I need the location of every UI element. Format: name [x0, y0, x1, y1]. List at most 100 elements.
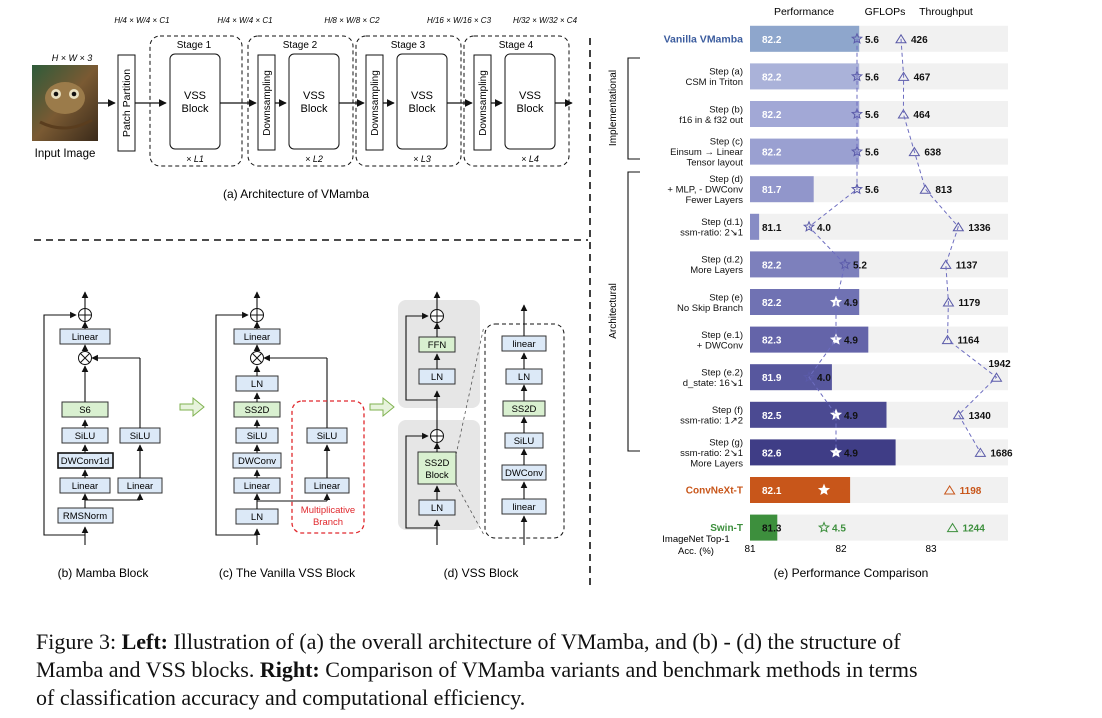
svg-text:Block: Block — [182, 103, 209, 115]
accuracy-label: 82.1 — [762, 486, 782, 497]
svg-text:LN: LN — [518, 372, 530, 383]
throughput-label: 1340 — [969, 411, 992, 422]
svg-text:VSS: VSS — [519, 90, 541, 102]
gflops-label: 4.9 — [844, 298, 858, 309]
svg-text:Linear: Linear — [72, 332, 98, 343]
accuracy-bar — [750, 514, 778, 541]
row-label: Fewer Layers — [685, 195, 743, 206]
vss-ss2d-block — [417, 451, 457, 485]
gflops-label: 4.5 — [832, 486, 846, 497]
svg-text:DWConv1d: DWConv1d — [61, 456, 110, 467]
row-label: Step (c) — [710, 137, 743, 148]
stage-2-vss-block — [288, 53, 340, 150]
vss-add-node-upper — [430, 309, 444, 323]
throughput-marker — [974, 447, 987, 457]
x-axis-ticks: 81 82 83 — [744, 544, 937, 555]
row-label: Step (e.1) — [701, 330, 743, 341]
vss-caption: (d) VSS Block — [444, 566, 520, 580]
stage-2-repeat: × L2 — [305, 154, 323, 164]
row-label: + MLP, - DWConv — [667, 185, 743, 196]
svg-text:S6: S6 — [79, 405, 91, 416]
input-image-label: Input Image — [35, 148, 96, 160]
gflops-label: 5.6 — [865, 185, 879, 196]
throughput-marker — [943, 485, 956, 495]
row-label: CSM in Triton — [685, 77, 743, 88]
mamba-add-node — [78, 308, 92, 322]
vanilla-vss-block-diagram: LN Linear Linear DWConv SiLU SiLU SS2D L… — [215, 291, 365, 580]
input-image — [32, 65, 98, 141]
header-performance: Performance — [774, 6, 834, 18]
accuracy-label: 82.2 — [762, 260, 782, 271]
svg-text:SiLU: SiLU — [247, 431, 268, 442]
patch-partition-label: Patch Partition — [121, 69, 133, 137]
throughput-label: 1137 — [956, 260, 978, 271]
svg-text:linear: linear — [512, 502, 535, 513]
row-label: Step (e.2) — [701, 367, 743, 378]
stage-3-repeat: × L3 — [413, 154, 431, 164]
accuracy-bar — [750, 176, 814, 203]
stage-2-label: Stage 2 — [283, 40, 318, 51]
gflops-label: 4.5 — [832, 524, 846, 535]
row-label: Step (g) — [709, 437, 743, 448]
accuracy-label: 82.3 — [762, 336, 782, 347]
vanilla-multiply-node — [250, 351, 264, 365]
gflops-marker — [817, 483, 831, 496]
gflops-label: 5.6 — [865, 72, 879, 83]
svg-text:Linear: Linear — [314, 481, 340, 492]
svg-text:Architectural: Architectural — [608, 283, 619, 339]
accuracy-bar — [750, 251, 860, 278]
accuracy-label: 82.6 — [762, 448, 782, 459]
row-label: No Skip Branch — [677, 303, 743, 314]
stage-4-repeat: × L4 — [521, 154, 539, 164]
throughput-label: 1244 — [963, 524, 986, 535]
throughput-marker — [919, 184, 932, 194]
gflops-marker — [850, 70, 864, 82]
vanilla-add-node — [250, 308, 264, 322]
vss-block-diagram: LN SS2D Block LN FFN linear DWConv — [398, 291, 565, 580]
svg-text:DWConv: DWConv — [505, 468, 543, 479]
row-label: Tensor layout — [686, 158, 743, 169]
multiplicative-branch-label-2: Branch — [313, 517, 343, 528]
x-tick-0: 81 — [744, 544, 756, 555]
mamba-caption: (b) Mamba Block — [58, 566, 150, 580]
throughput-label: 1336 — [968, 223, 991, 234]
mamba-block-diagram: RMSNorm Linear Linear DWConv1d SiLU SiLU… — [43, 291, 163, 580]
svg-text:RMSNorm: RMSNorm — [63, 511, 107, 522]
accuracy-bar — [750, 25, 860, 52]
row-label: ssm-ratio: 1↗2 — [680, 416, 743, 427]
row-label: Swin-T — [710, 523, 743, 534]
row-label: More Layers — [690, 265, 743, 276]
row-label: ssm-ratio: 2↘1 — [680, 228, 743, 239]
figure-canvas: H × W × 3 Input Image Patch Partition H/… — [32, 6, 1013, 590]
stage-dims-1: H/4 × W/4 × C1 — [217, 16, 272, 25]
accuracy-bar — [750, 63, 860, 90]
x-tick-1: 82 — [835, 544, 847, 555]
stage-dims-3: H/16 × W/16 × C3 — [427, 16, 492, 25]
stage-3-box — [355, 35, 462, 167]
svg-text:SiLU: SiLU — [317, 431, 338, 442]
svg-text:Linear: Linear — [127, 481, 153, 492]
stage-dims-2: H/8 × W/8 × C2 — [324, 16, 380, 25]
stage-2-downsampling: Downsampling — [262, 70, 273, 136]
svg-text:Block: Block — [409, 103, 436, 115]
throughput-label: 464 — [913, 110, 930, 121]
row-label: Step (d.1) — [701, 217, 743, 228]
throughput-marker — [952, 221, 965, 232]
throughput-marker — [990, 372, 1003, 382]
row-label: More Layers — [690, 458, 743, 469]
stage-dims-0: H/4 × W/4 × C1 — [114, 16, 169, 25]
svg-text:DWConv: DWConv — [238, 456, 276, 467]
group-bracket-architectural: Architectural — [608, 171, 640, 452]
svg-text:Block: Block — [425, 470, 448, 481]
gflops-label: 5.6 — [865, 110, 879, 121]
svg-text:Linear: Linear — [72, 481, 98, 492]
accuracy-bar — [750, 101, 860, 127]
gflops-marker — [850, 182, 864, 195]
svg-text:FFN: FFN — [428, 340, 447, 351]
architecture-caption: (a) Architecture of VMamba — [223, 187, 369, 201]
stage-3-vss-block — [396, 53, 448, 150]
throughput-marker — [941, 334, 954, 345]
accuracy-bar — [750, 364, 832, 391]
row-label: d_state: 16↘1 — [683, 378, 743, 389]
accuracy-label: 81.3 — [762, 524, 782, 535]
